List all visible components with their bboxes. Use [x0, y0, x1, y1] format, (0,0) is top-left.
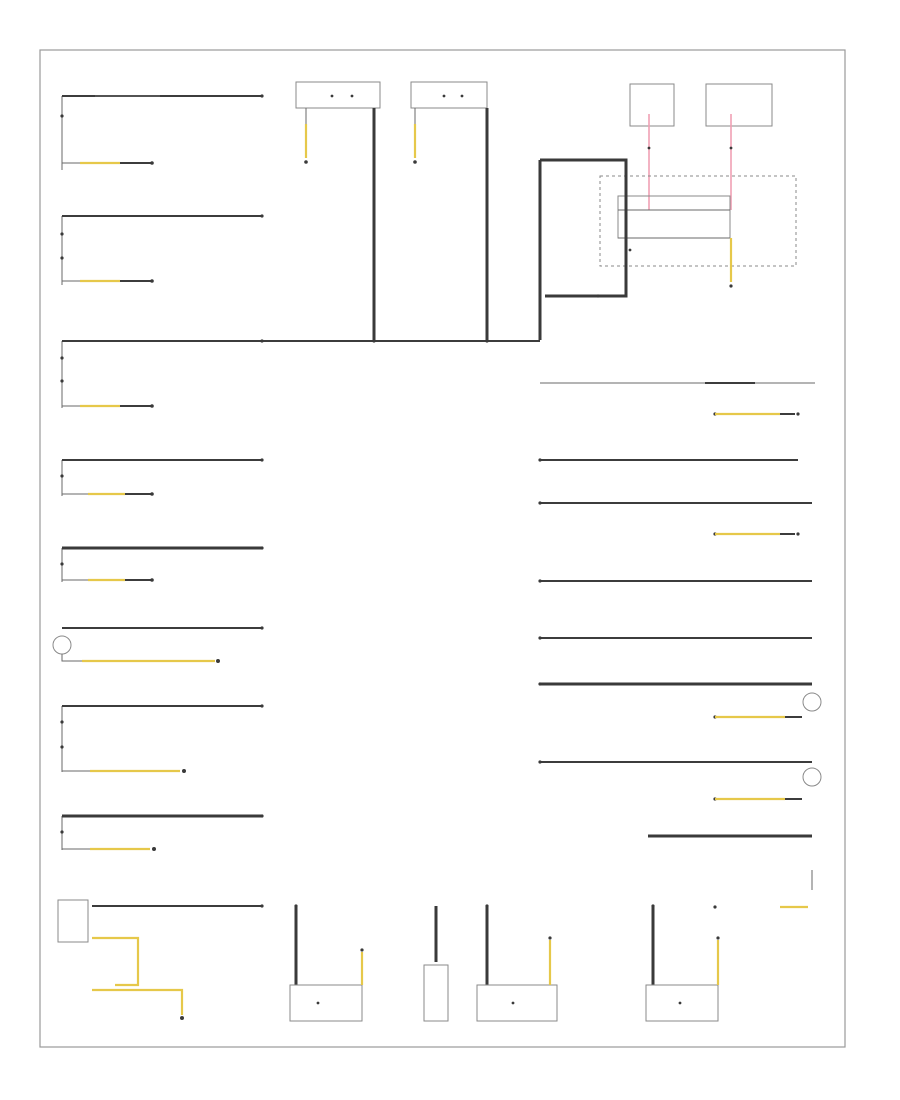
left-lamp-group: [52, 626, 264, 663]
top-right-control-block: [538, 83, 797, 340]
right-wire-group-2: [538, 458, 798, 462]
right-wire-group-1: [540, 382, 815, 416]
right-wire-group-4: [538, 579, 812, 583]
left-switch-group-7: [60, 814, 264, 851]
diagram-frame: [39, 49, 846, 1048]
left-switch-group-2: [60, 214, 264, 285]
left-switch-group-1: [60, 94, 264, 170]
left-switch-group-5: [60, 546, 264, 582]
bottom-module-2: [423, 906, 449, 1022]
bottom-module-1: [289, 904, 364, 1022]
right-wire-group-3: [538, 501, 812, 536]
bottom-module-3: [476, 904, 558, 1022]
right-lamp-group-2: [538, 760, 822, 801]
left-switch-group-6: [60, 704, 264, 773]
left-switch-group-3: [60, 339, 540, 408]
right-wire-group-6: [648, 834, 813, 909]
right-wire-group-5: [538, 636, 812, 640]
bottom-module-4: [645, 904, 720, 1022]
top-module-1: [295, 81, 381, 343]
top-module-2: [410, 81, 489, 343]
right-lamp-group-1: [538, 682, 822, 719]
left-bottom-component: [57, 899, 264, 1020]
left-switch-group-4: [60, 458, 264, 496]
